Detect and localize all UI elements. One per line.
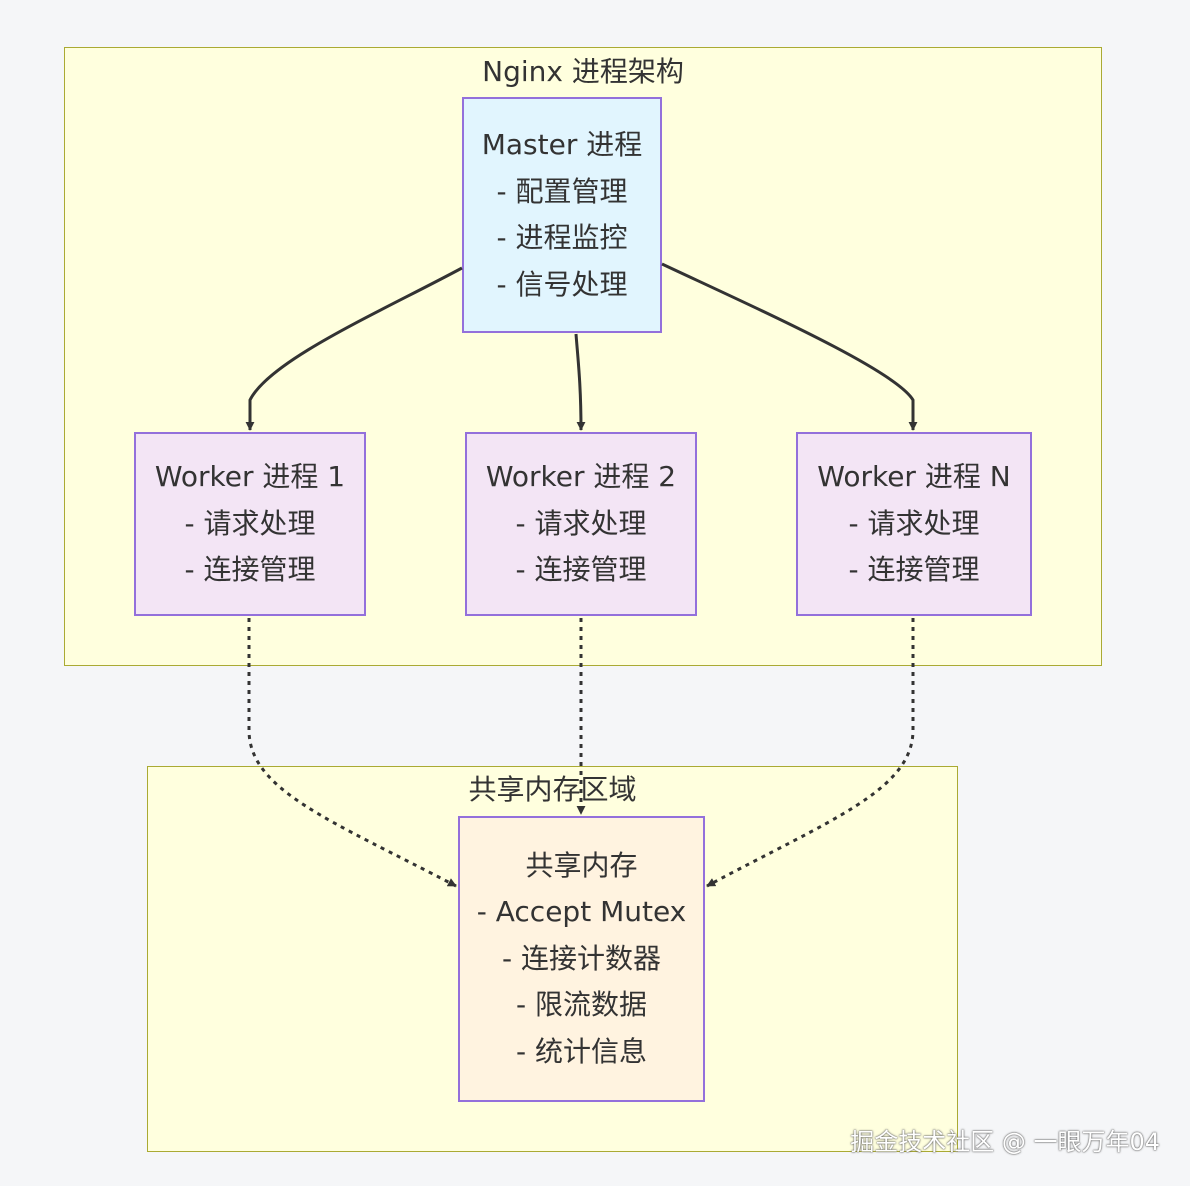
master-line-3: - 信号处理 <box>496 267 628 301</box>
worker-process-1-node[interactable]: Worker 进程 1 - 请求处理 - 连接管理 <box>134 432 366 616</box>
worker2-line-1: - 请求处理 <box>515 506 647 540</box>
shared-memory-node[interactable]: 共享内存 - Accept Mutex - 连接计数器 - 限流数据 - 统计信息 <box>458 816 705 1102</box>
master-line-1: - 配置管理 <box>496 174 628 208</box>
shm-line-3: - 限流数据 <box>515 988 647 1022</box>
workerN-line-0: Worker 进程 N <box>817 460 1011 494</box>
worker-process-n-node[interactable]: Worker 进程 N - 请求处理 - 连接管理 <box>796 432 1032 616</box>
workerN-line-2: - 连接管理 <box>848 553 980 587</box>
workerN-line-1: - 请求处理 <box>848 506 980 540</box>
shm-line-4: - 统计信息 <box>515 1034 647 1068</box>
worker1-line-2: - 连接管理 <box>184 553 316 587</box>
watermark: 掘金技术社区 @ 一眼万年04 <box>850 1128 1160 1156</box>
cluster-shared-memory-title: 共享内存区域 <box>468 773 637 806</box>
cluster-nginx-title: Nginx 进程架构 <box>482 55 684 88</box>
shm-line-2: - 连接计数器 <box>501 941 661 975</box>
worker-process-2-node[interactable]: Worker 进程 2 - 请求处理 - 连接管理 <box>465 432 697 616</box>
worker2-line-2: - 连接管理 <box>515 553 647 587</box>
master-process-node[interactable]: Master 进程 - 配置管理 - 进程监控 - 信号处理 <box>462 97 662 333</box>
shm-line-0: 共享内存 <box>525 848 638 882</box>
worker2-line-0: Worker 进程 2 <box>485 460 677 494</box>
worker1-line-1: - 请求处理 <box>184 506 316 540</box>
master-line-0: Master 进程 <box>481 128 643 161</box>
shm-line-1: - Accept Mutex <box>476 895 687 929</box>
worker1-line-0: Worker 进程 1 <box>154 460 346 494</box>
master-line-2: - 进程监控 <box>496 221 628 254</box>
